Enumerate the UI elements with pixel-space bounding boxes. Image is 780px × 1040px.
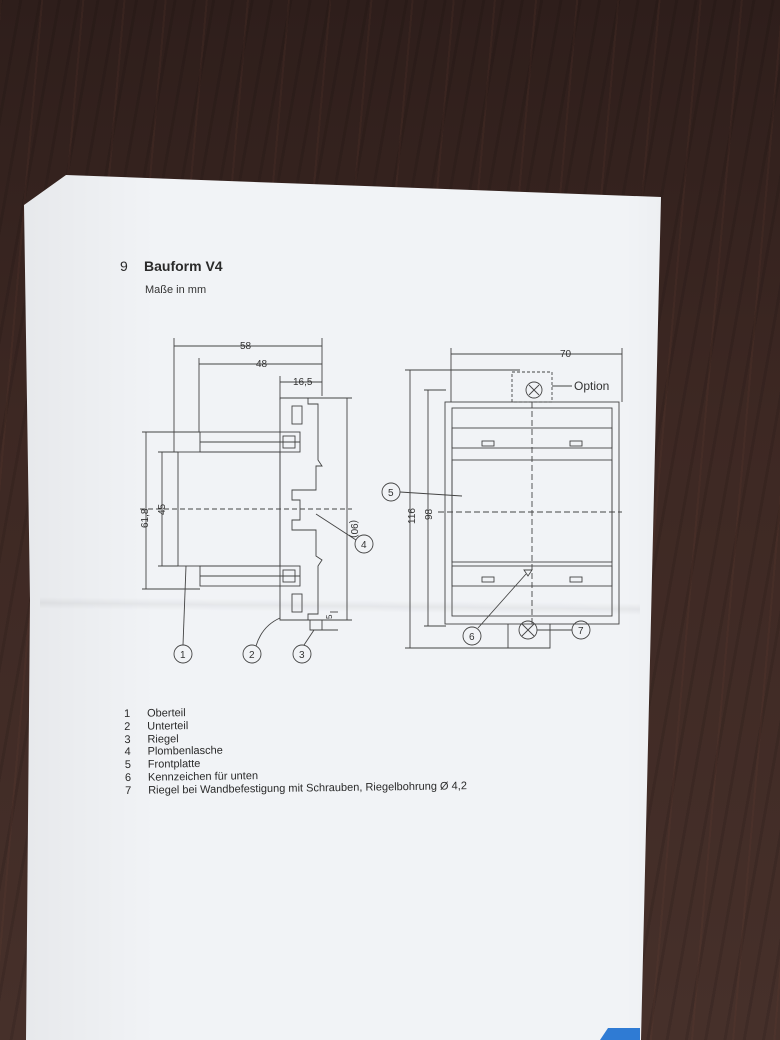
callout-label-3: 3 xyxy=(299,650,305,661)
dim-text-90: (90) xyxy=(348,520,359,538)
option-bracket xyxy=(511,371,553,403)
callout-label-6: 6 xyxy=(469,632,475,643)
leader-4 xyxy=(315,513,357,541)
section-number: 9 xyxy=(120,258,128,274)
slot xyxy=(569,440,583,447)
option-screw-icon xyxy=(525,381,543,399)
callout-label-4: 4 xyxy=(361,540,367,551)
clip-detail xyxy=(282,435,296,449)
units-note: Maße in mm xyxy=(145,284,207,296)
slot xyxy=(481,440,495,447)
side-view xyxy=(140,338,374,664)
dim-text-70: 70 xyxy=(560,349,572,360)
dim-text-48: 48 xyxy=(256,359,268,370)
callout-6 xyxy=(462,626,482,646)
top-latch xyxy=(291,405,303,425)
clip-detail xyxy=(282,569,296,583)
dim-text-98: 98 xyxy=(424,508,435,520)
dim-text-16-5: 16,5 xyxy=(293,377,313,388)
bottom-latch xyxy=(291,593,303,613)
callout-label-7: 7 xyxy=(578,626,584,637)
callout-label-2: 2 xyxy=(249,650,255,661)
option-screw-icon xyxy=(528,384,540,396)
bottom-screw-icon xyxy=(521,623,535,637)
leader-3 xyxy=(303,629,315,646)
bottom-bracket xyxy=(507,624,551,649)
front-view xyxy=(381,348,623,649)
leader-1 xyxy=(182,565,187,646)
leader-2 xyxy=(255,617,281,647)
bolt-riegel xyxy=(309,619,323,631)
option-label: Option xyxy=(574,379,609,393)
slot xyxy=(481,576,495,583)
leader-6 xyxy=(477,573,527,629)
leader-5 xyxy=(399,491,463,497)
callout-label-1: 1 xyxy=(180,650,186,661)
dim-text-5: 5 xyxy=(325,614,334,619)
dim-text-58: 58 xyxy=(240,341,252,352)
dim-text-116: 116 xyxy=(407,508,418,524)
section-heading: 9 Bauform V4 xyxy=(120,258,223,274)
bottom-marker-triangle xyxy=(523,569,533,577)
section-title: Bauform V4 xyxy=(144,258,223,274)
blue-corner-marking xyxy=(600,1028,640,1040)
callout-4 xyxy=(354,534,374,554)
side-profile xyxy=(279,397,323,621)
callout-label-5: 5 xyxy=(388,488,394,499)
dim-text-61-8: 61,8 xyxy=(140,508,151,528)
callout-2 xyxy=(242,644,262,664)
slot xyxy=(569,576,583,583)
dim-text-45: 45 xyxy=(157,503,168,515)
callout-3 xyxy=(292,644,312,664)
